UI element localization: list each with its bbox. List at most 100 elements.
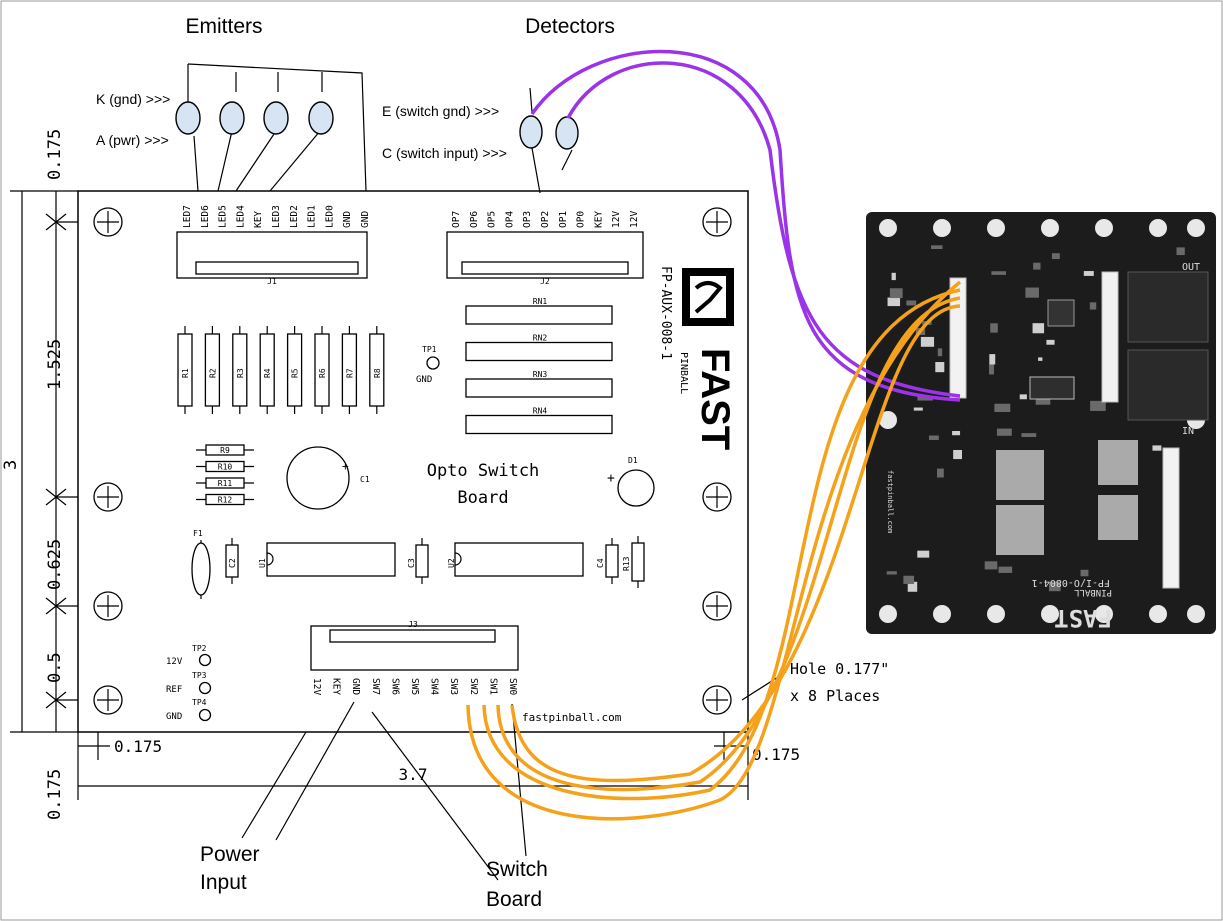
emitter-leds: [175, 101, 334, 135]
tp4-net: GND: [166, 712, 182, 722]
orange-wire-2: [482, 288, 961, 801]
io-hole-top-3: [1041, 219, 1059, 237]
tp2-net: 12V: [166, 657, 183, 667]
io-hole-bottom-6: [1187, 605, 1205, 623]
dim-1525: 1.525: [45, 339, 65, 390]
io-smd-part: [937, 348, 943, 357]
switch-board-2: Board: [486, 888, 542, 911]
j2-pin-7: OP0: [576, 211, 587, 228]
io-smd-part: [991, 271, 1006, 275]
io-smd-part: [989, 364, 994, 375]
j2-inner: [461, 261, 629, 275]
io-hole-bottom-3: [1041, 605, 1059, 623]
network-rn2-label: RN2: [533, 334, 548, 343]
io-smd-part: [1019, 394, 1027, 400]
d1-label: D1: [628, 456, 638, 465]
network-rn4: [465, 414, 613, 435]
io-regulator-4: [1098, 495, 1138, 540]
u2-label: U2: [447, 558, 456, 568]
io-smd-part: [1025, 287, 1039, 298]
j3-pin-8: SW2: [468, 678, 479, 695]
io-regulator-3: [1098, 440, 1138, 485]
dim-hole-size: Hole 0.177": [790, 660, 889, 678]
io-board: OUT IN FP-I/O-0804-1 FAST PINBALL fastpi…: [866, 212, 1216, 634]
detectors: [519, 115, 579, 150]
dim-top-left: 0.175: [45, 129, 65, 180]
io-smd-part: [1080, 569, 1089, 577]
resistor-r10: [205, 460, 245, 473]
io-connector-left: [949, 277, 967, 399]
io-smd-part: [928, 435, 939, 440]
emitter-k-label: K (gnd) >>>: [96, 91, 170, 107]
io-smd-part: [1021, 433, 1037, 437]
j3-pin-3: SW7: [370, 678, 381, 695]
j3-pin-4: SW6: [389, 678, 400, 695]
io-url: fastpinball.com: [886, 470, 894, 533]
io-brand-sub: PINBALL: [1074, 587, 1112, 597]
io-hole-top-2: [987, 219, 1005, 237]
tp3-label: TP3: [192, 671, 207, 680]
dim-bottom-right: 0.175: [752, 745, 800, 764]
switch-board-1: Switch: [486, 858, 548, 881]
j2-pin-9: 12V: [611, 211, 622, 228]
io-hole-bottom-5: [1149, 605, 1167, 623]
purple-wire-1: [530, 49, 961, 402]
c4-capacitor: [605, 544, 619, 578]
io-hole-top-0: [879, 219, 897, 237]
tp4-label: TP4: [192, 698, 207, 707]
power-input-1: Power: [200, 843, 260, 866]
emitter-led-4: [308, 101, 334, 135]
c1-capacitor: [286, 446, 350, 510]
io-smd-part: [984, 561, 998, 570]
resistor-r4-label: R4: [263, 368, 272, 378]
emitter-led-3: [263, 101, 289, 135]
io-smd-part: [1032, 323, 1045, 334]
io-smd-part: [913, 407, 923, 411]
c1-plus: +: [342, 460, 349, 473]
resistor-r12: [205, 493, 245, 506]
j1-pin-8: LED0: [324, 205, 335, 228]
j2-pin-4: OP3: [522, 211, 533, 228]
io-smd-part: [907, 581, 918, 592]
io-hole-bottom-4: [1095, 605, 1113, 623]
j1-pin-6: LED2: [289, 205, 300, 228]
c4-label: C4: [596, 558, 605, 568]
tp2-label: TP2: [192, 644, 207, 653]
j2-pin-5: OP2: [540, 211, 551, 228]
j3-pin-7: SW3: [448, 678, 459, 695]
io-regulator-1: [996, 450, 1044, 500]
io-smd-part: [1046, 339, 1055, 345]
j1-pin-4: KEY: [253, 211, 264, 228]
io-smd-part: [886, 571, 897, 575]
dim-05: 0.5: [45, 652, 65, 683]
j3-label: J3: [408, 620, 418, 629]
detectors-heading: Detectors: [525, 15, 615, 38]
io-hole-top-5: [1149, 219, 1167, 237]
fast-logo-mark: [694, 281, 723, 314]
j2-pin-2: OP5: [487, 211, 498, 228]
j3-pin-0: 12V: [311, 678, 322, 695]
io-smd-part: [953, 450, 962, 460]
io-connector-out: [1101, 271, 1119, 403]
io-smd-part: [887, 297, 901, 307]
io-smd-part: [1035, 395, 1051, 405]
u2-ic: [454, 542, 584, 577]
io-smd-part: [889, 288, 903, 299]
detector-1: [519, 115, 543, 149]
j1-pin-0: LED7: [182, 205, 193, 228]
j1-pin-3: LED4: [235, 205, 246, 228]
emitters-heading: Emitters: [185, 15, 262, 38]
j3-pin-1: KEY: [331, 678, 342, 695]
io-smd-part: [1083, 271, 1094, 276]
board-title-1: Opto Switch: [427, 461, 540, 481]
io-smd-part: [917, 550, 930, 558]
orange-wire-4: [510, 304, 961, 783]
io-smd-part: [1152, 445, 1162, 451]
dim-total-width: 3.7: [399, 765, 428, 784]
io-brand: FAST: [1054, 604, 1112, 632]
j1-pin-7: LED1: [307, 205, 318, 228]
resistor-r3-label: R3: [236, 368, 245, 378]
